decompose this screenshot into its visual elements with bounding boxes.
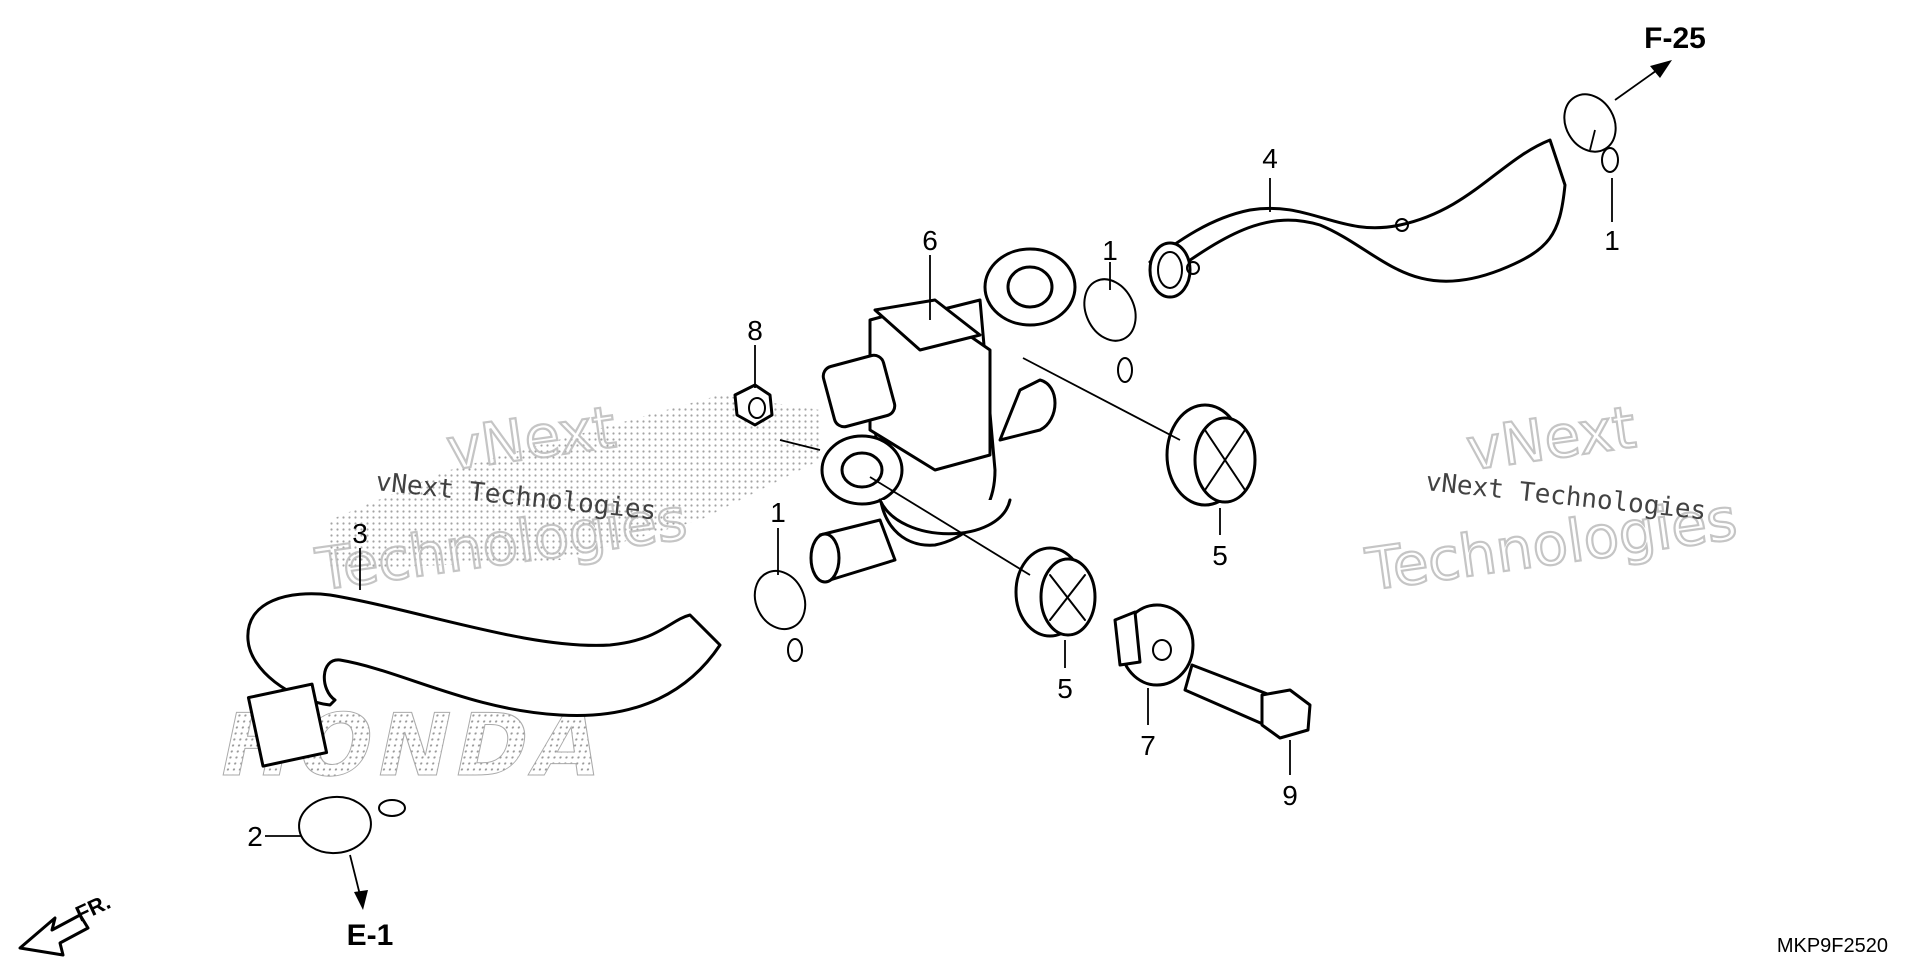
callout-pipe-lower: 3: [352, 518, 368, 549]
ref-arrow-bottom: E-1: [347, 854, 394, 952]
callout-labels: 1 4 6 1 8 5 1 3 5 7 9 2: [247, 143, 1620, 852]
diagram-code: MKP9F2520: [1777, 935, 1888, 957]
bolt: [1183, 663, 1312, 740]
leader-lines: [265, 129, 1613, 837]
valve-body: [809, 247, 1077, 584]
callout-grommet-lower: 5: [1057, 673, 1073, 704]
watermark-big-1: vNext: [1462, 393, 1639, 484]
front-arrow: FR.: [18, 889, 114, 957]
clip-mid-lower: [753, 569, 807, 662]
callout-valve: 6: [922, 225, 938, 256]
ref-label-bottom: E-1: [347, 919, 394, 952]
clip-top-right: [1563, 93, 1619, 173]
callout-clip-mid-upper: 1: [1102, 235, 1118, 266]
callout-clip-bottom: 2: [247, 821, 263, 852]
ref-label-top: F-25: [1644, 22, 1706, 55]
callout-nut: 8: [747, 315, 763, 346]
watermark-right: vNext Technologies vNext Technologies: [1360, 392, 1742, 605]
collar: [1113, 603, 1195, 687]
callout-collar: 7: [1140, 730, 1156, 761]
grommet-right: [1165, 403, 1257, 507]
callout-clip-top-right: 1: [1604, 225, 1620, 256]
pipe-upper: [1148, 138, 1567, 299]
callout-grommet-right: 5: [1212, 540, 1228, 571]
pipe-lower: [246, 592, 722, 768]
grommet-lower: [1014, 546, 1097, 638]
callout-bolt: 9: [1282, 780, 1298, 811]
callout-pipe-upper: 4: [1262, 143, 1278, 174]
callout-clip-mid-lower: 1: [770, 497, 786, 528]
clip-mid-upper: [1083, 278, 1137, 383]
clip-bottom: [298, 795, 406, 855]
ref-arrow-top: F-25: [1614, 22, 1706, 101]
